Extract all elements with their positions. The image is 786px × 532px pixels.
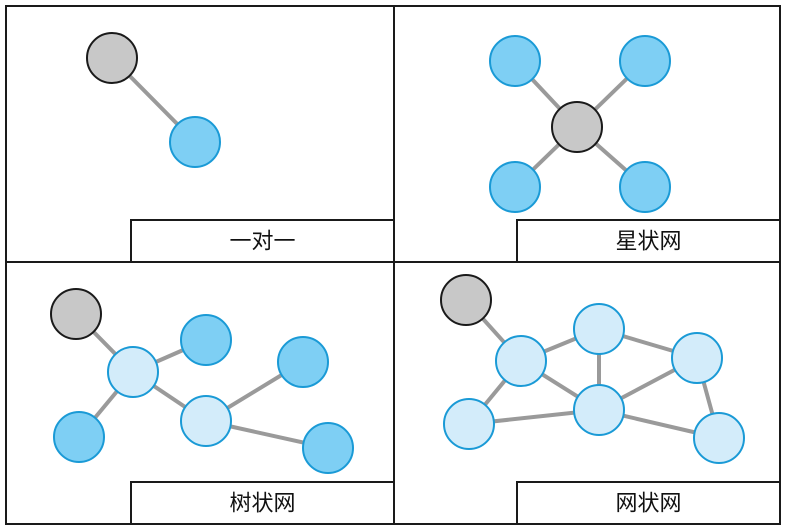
hub-node-star-c (551, 101, 603, 153)
hub-node-mesh-g (440, 274, 492, 326)
node-tree-l3 (277, 336, 329, 388)
node-tree-m1 (107, 346, 159, 398)
label-box-one-to-one (130, 219, 395, 263)
node-star-n1 (489, 35, 541, 87)
node-star-n4 (619, 161, 671, 213)
node-tree-l4 (302, 422, 354, 474)
node-mesh-p4 (573, 384, 625, 436)
node-tree-l2 (53, 411, 105, 463)
node-tree-m2 (180, 395, 232, 447)
label-one-to-one: 一对一 (229, 230, 295, 255)
node-one-to-one-b (169, 116, 221, 168)
node-mesh-p5 (443, 398, 495, 450)
label-tree: 树状网 (229, 492, 295, 517)
node-mesh-p1 (495, 335, 547, 387)
node-star-n2 (619, 35, 671, 87)
label-box-star (516, 219, 781, 263)
node-mesh-p6 (693, 412, 745, 464)
hub-node-tree-root (50, 288, 102, 340)
label-star: 星状网 (615, 230, 681, 255)
node-tree-l1 (180, 314, 232, 366)
node-star-n3 (489, 161, 541, 213)
label-box-tree (130, 481, 395, 525)
node-mesh-p2 (573, 303, 625, 355)
label-box-mesh (516, 481, 781, 525)
label-mesh: 网状网 (615, 492, 681, 517)
hub-node-one-to-one-a (86, 32, 138, 84)
node-mesh-p3 (671, 332, 723, 384)
